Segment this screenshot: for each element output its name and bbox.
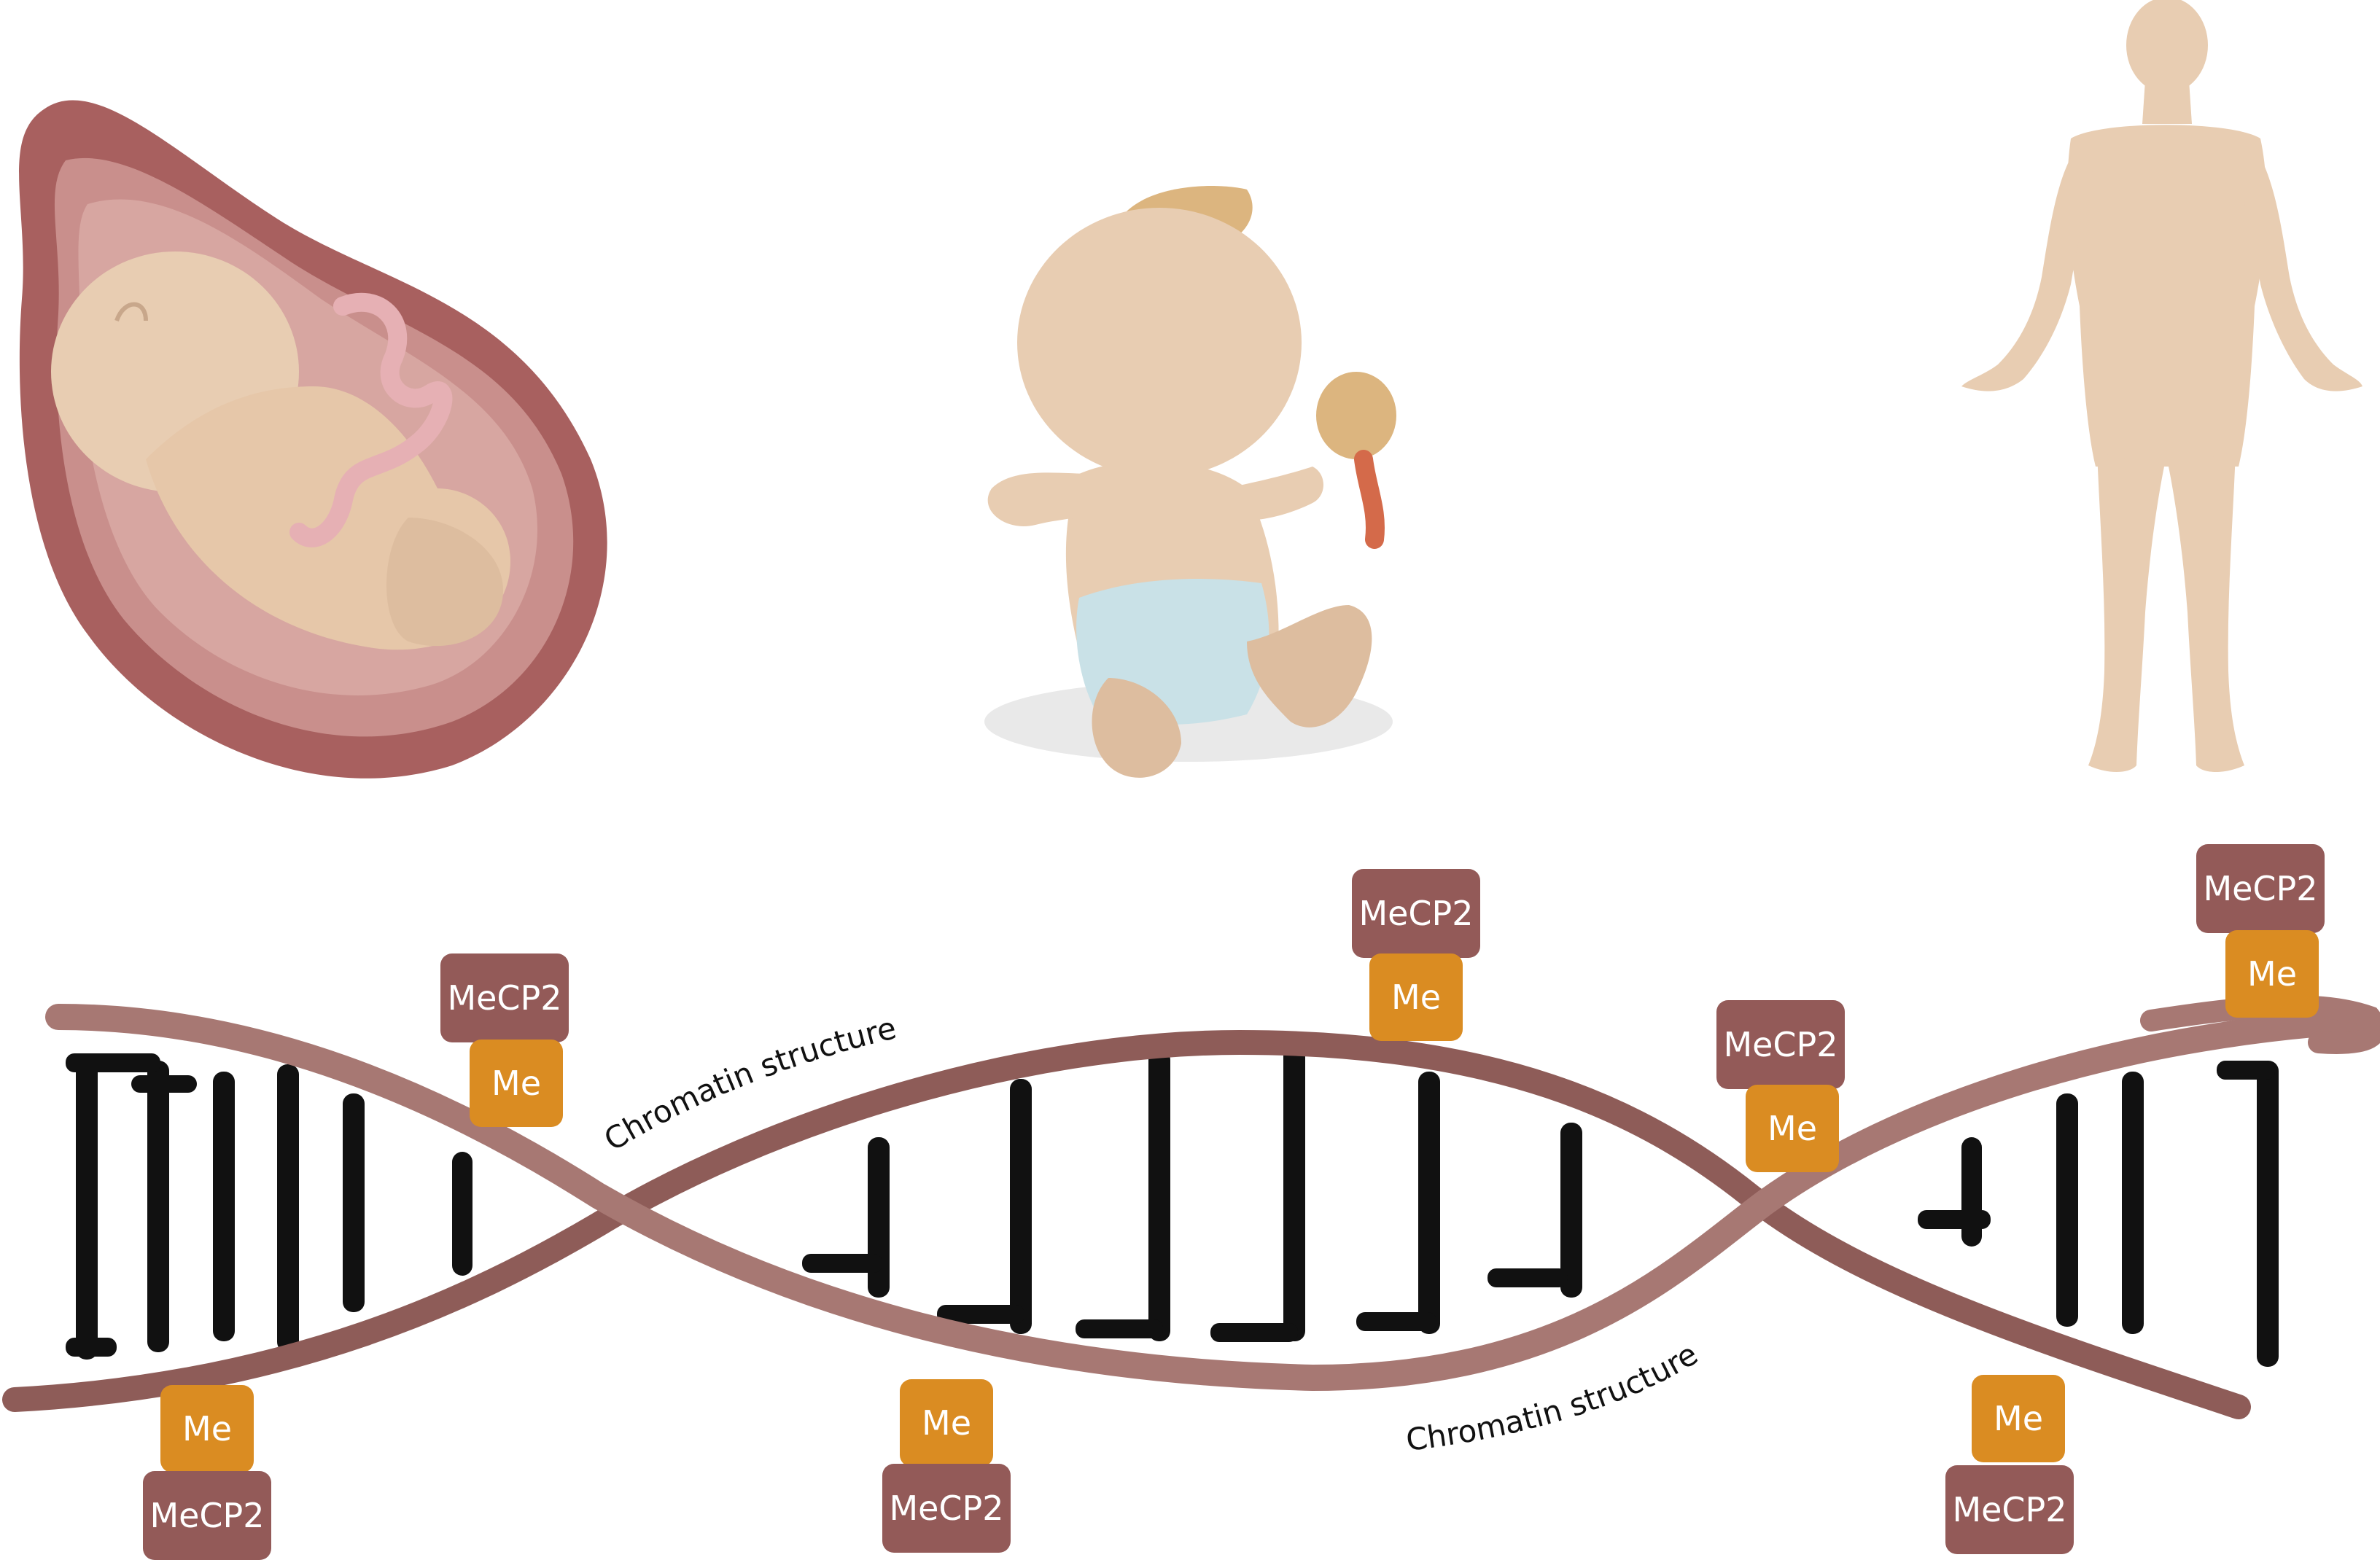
base-pair-bars (66, 1042, 2279, 1367)
me-tag: Me (160, 1385, 254, 1473)
adult-left-arm (1961, 146, 2093, 391)
base-pair-bar (1148, 1050, 1170, 1341)
adult-right-arm (2239, 146, 2362, 391)
base-pair-bar (1283, 1042, 1305, 1341)
base-pair-bar (277, 1064, 299, 1352)
dna-double-helix: Chromatin structure Chromatin structure (2, 995, 2380, 1458)
adult-torso (2067, 125, 2267, 467)
baby-right-arm (1225, 467, 1323, 520)
me-tag: Me (1746, 1085, 1839, 1172)
base-pair-bar (1961, 1137, 1982, 1247)
baby-left-arm (987, 472, 1108, 526)
baby-head (1017, 208, 1302, 477)
base-pair-bar (452, 1152, 472, 1276)
adult-neck (2142, 80, 2192, 124)
mecp2-tag: MeCP2 (1716, 1000, 1845, 1089)
base-pair-bar (1010, 1079, 1032, 1334)
base-pair-bar (213, 1072, 235, 1341)
base-pair-bar (1560, 1123, 1582, 1298)
dna-strand-end (2140, 995, 2380, 1054)
base-pair-bar (868, 1137, 890, 1298)
me-tag: Me (1972, 1375, 2065, 1462)
baby-foot (1092, 678, 1181, 778)
mecp2-tag: MeCP2 (143, 1471, 271, 1560)
mecp2-tag: MeCP2 (882, 1464, 1011, 1553)
baby-leg (1247, 605, 1372, 728)
rattle-head-icon (1316, 372, 1396, 459)
dna-strand-back (2, 1029, 2251, 1419)
mecp2-tag: MeCP2 (1945, 1465, 2074, 1554)
rattle-handle-icon (1354, 450, 1385, 549)
fetus-leg (386, 518, 503, 647)
base-pair-bar (76, 1053, 98, 1360)
baby-illustration (984, 186, 1396, 778)
me-tag: Me (2225, 930, 2319, 1018)
adult-left-leg (2088, 452, 2164, 772)
base-pair-bar (2056, 1093, 2078, 1327)
me-tag: Me (470, 1040, 563, 1127)
base-pair-bar (1418, 1072, 1440, 1334)
base-pair-bar (2257, 1061, 2279, 1367)
dna-strand-front (45, 1004, 2376, 1392)
adult-head (2126, 0, 2208, 93)
mecp2-tag: MeCP2 (2196, 844, 2325, 933)
mecp2-tag: MeCP2 (1352, 869, 1480, 958)
base-pair-bar (2122, 1072, 2144, 1334)
me-tag: Me (1369, 953, 1463, 1041)
adult-right-leg (2169, 452, 2244, 772)
adult-human-illustration (1961, 0, 2362, 772)
fetus-in-womb-illustration (19, 100, 607, 779)
umbilical-cord (289, 292, 453, 547)
base-pair-bar (147, 1061, 169, 1352)
me-tag: Me (900, 1379, 993, 1467)
base-pair-bar (343, 1093, 365, 1312)
mecp2-tag: MeCP2 (440, 953, 569, 1042)
